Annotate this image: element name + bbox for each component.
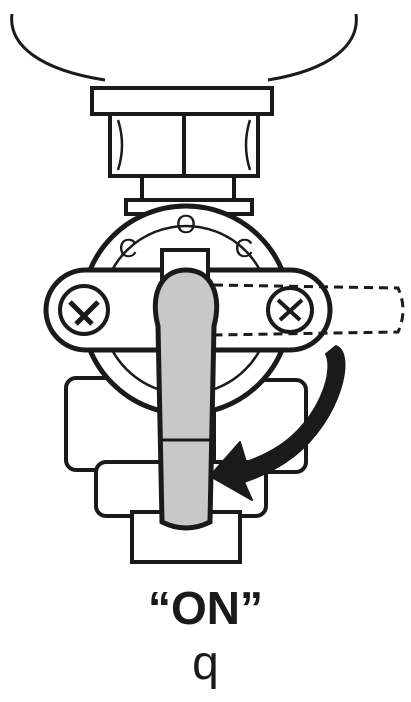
screw-right-icon: [268, 288, 312, 332]
valve-marking-right: C: [235, 233, 254, 263]
valve-lever-icon: [155, 270, 216, 528]
valve-marking-center: O: [176, 209, 196, 239]
tank-flange: [92, 88, 272, 114]
fuel-tank-outline-icon: [12, 14, 357, 80]
valve-marking-left: C: [119, 233, 138, 263]
hex-nut-icon: [110, 114, 258, 176]
screw-left-icon: [60, 286, 108, 334]
figure-sub-label: q: [0, 640, 411, 688]
on-state-label: “ON”: [0, 585, 411, 631]
